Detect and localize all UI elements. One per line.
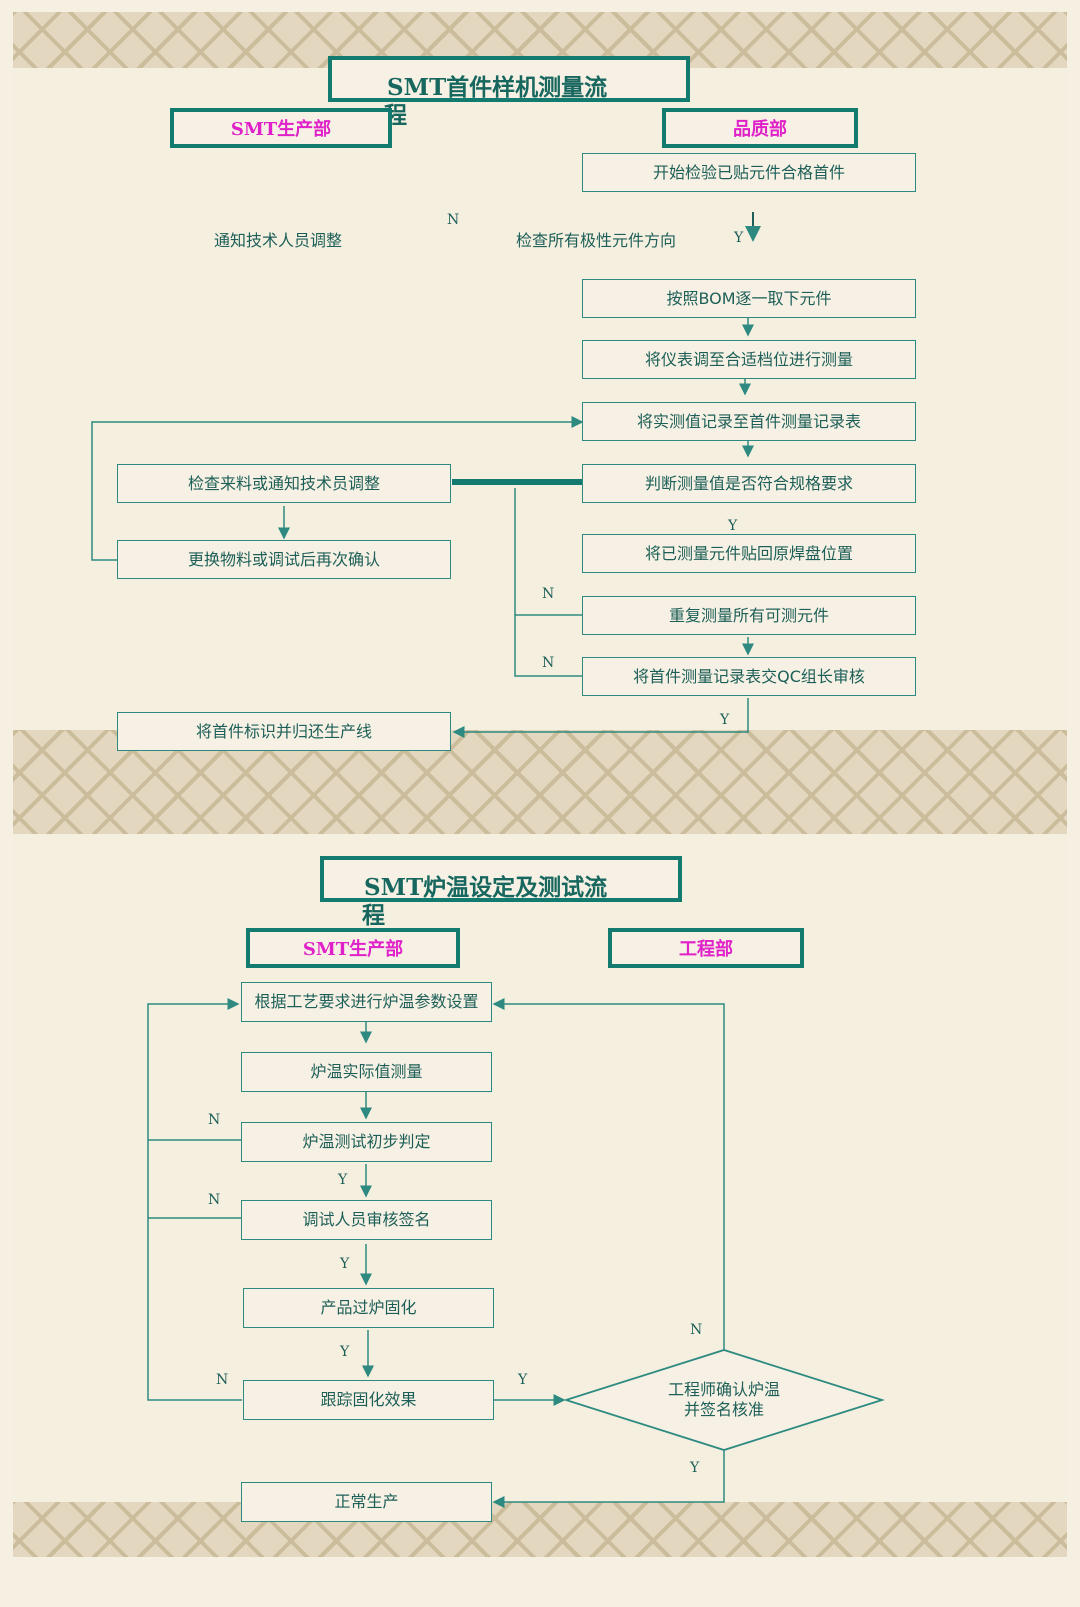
flow1-set-meter: 将仪表调至合适档位进行测量 (582, 340, 916, 379)
flow2-n-label-3: N (216, 1372, 229, 1388)
flow2-n-label-4: N (690, 1322, 703, 1338)
flow1-return-line: 将首件标识并归还生产线 (117, 712, 451, 751)
flow1-dept-quality: 品质部 (662, 108, 858, 148)
flow1-take-parts: 按照BOM逐一取下元件 (582, 279, 916, 318)
flow1-n-label-3: N (542, 655, 555, 671)
flow1-y-label-3: Y (720, 712, 730, 728)
flow2-y-label-4: Y (518, 1372, 528, 1388)
flow1-notify-tech: 通知技术人员调整 (214, 231, 343, 250)
flow2-dept-smt: SMT生产部 (246, 928, 460, 968)
flow1-title: SMT首件样机测量流 (387, 74, 608, 101)
flow1-y-label-1: Y (734, 230, 744, 246)
flow2-n-label-1: N (208, 1112, 221, 1128)
flow1-put-back: 将已测量元件贴回原焊盘位置 (582, 534, 916, 573)
flow2-title-overflow: 程 (362, 902, 385, 929)
flow2-title-box: SMT炉温设定及测试流 (320, 856, 682, 902)
flow1-judge: 判断测量值是否符合规格要求 (582, 464, 916, 503)
flow1-start: 开始检验已贴元件合格首件 (582, 153, 916, 192)
flow2-set-params: 根据工艺要求进行炉温参数设置 (241, 982, 492, 1022)
flow1-check-material: 检查来料或通知技术员调整 (117, 464, 451, 503)
flow2-n-label-2: N (208, 1192, 221, 1208)
flow2-y-label-2: Y (340, 1256, 350, 1272)
flow1-n-label-2: N (542, 586, 555, 602)
bottom-border (13, 1502, 1067, 1557)
flow1-submit: 将首件测量记录表交QC组长审核 (582, 657, 916, 696)
flow1-record: 将实测值记录至首件测量记录表 (582, 402, 916, 441)
flow1-replace: 更换物料或调试后再次确认 (117, 540, 451, 579)
flow1-check-polarity: 检查所有极性元件方向 (516, 231, 677, 250)
flow2-dept-engineering: 工程部 (608, 928, 804, 968)
flow2-y-label-1: Y (338, 1172, 348, 1188)
flow2-title: SMT炉温设定及测试流 (364, 874, 608, 901)
flow2-track: 跟踪固化效果 (243, 1380, 494, 1420)
flowchart-panel-2 (13, 834, 1067, 1502)
flow2-judge: 炉温测试初步判定 (241, 1122, 492, 1162)
flow2-review: 调试人员审核签名 (241, 1200, 492, 1240)
flow2-engineer-line2: 并签名核准 (683, 1400, 764, 1419)
middle-border (13, 730, 1067, 834)
flow1-repeat: 重复测量所有可测元件 (582, 596, 916, 635)
flow2-normal: 正常生产 (241, 1482, 492, 1522)
flow2-y-label-3: Y (340, 1344, 350, 1360)
flow2-y-label-5: Y (690, 1460, 700, 1476)
flow1-n-label-1: N (447, 212, 460, 228)
flow1-y-label-2: Y (728, 518, 738, 534)
flow2-engineer-line1: 工程师确认炉温 (667, 1380, 780, 1399)
top-border (13, 12, 1067, 68)
flow1-title-box: SMT首件样机测量流 (328, 56, 690, 102)
flow2-cure: 产品过炉固化 (243, 1288, 494, 1328)
flow2-engineer-confirm: 工程师确认炉温 并签名核准 (640, 1380, 808, 1420)
flow2-measure: 炉温实际值测量 (241, 1052, 492, 1092)
flow1-dept-smt: SMT生产部 (170, 108, 392, 148)
